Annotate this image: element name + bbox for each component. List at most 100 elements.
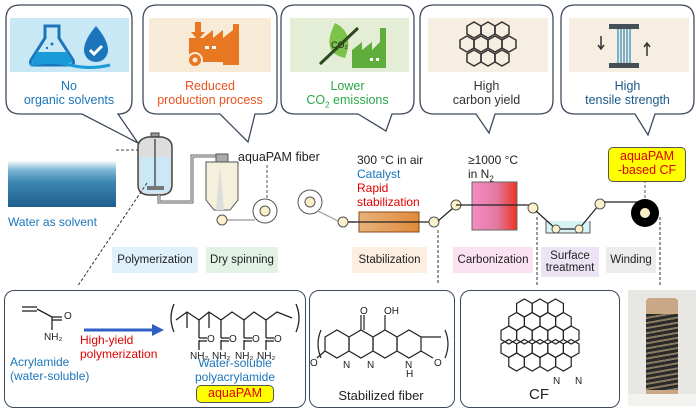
cf-hexagon-ring	[547, 325, 564, 345]
acrylamide-line2: (water-soluble)	[10, 369, 90, 383]
stab-o-left: O	[310, 358, 318, 369]
stab-o-right: O	[434, 358, 442, 369]
reactor-vessel	[137, 132, 173, 196]
polymer-nh2-4: NH₂	[257, 351, 276, 362]
polymerization-panel	[4, 290, 306, 408]
step-carbonization: Carbonization	[453, 247, 533, 273]
benefit-3-label: Lower CO2 emissions	[281, 79, 414, 113]
polyacrylamide-name: Water-soluble polyacrylamide	[190, 356, 280, 384]
benefit-5-label: High tensile strength	[561, 79, 694, 107]
stab-o-top: O	[360, 306, 368, 317]
stabilized-fiber-panel	[309, 290, 455, 408]
process-apparatus	[77, 132, 661, 285]
benefit-4-line1: High	[473, 79, 500, 93]
benefit-5-line2: tensile strength	[585, 93, 670, 107]
cf-hexagon-ring	[539, 352, 557, 372]
benefit-5-icon-panel	[569, 18, 689, 72]
water-label: Water as solvent	[8, 215, 97, 229]
stabilized-fiber-structure	[316, 315, 449, 359]
carbonization-temp: ≥1000 °C	[468, 153, 519, 167]
factory-gear-arrow-icon	[187, 22, 239, 68]
benefit-2-line1: Reduced	[184, 79, 236, 93]
polymer-o-1: O	[207, 334, 215, 345]
badge-line2: -based CF	[617, 163, 677, 177]
reaction-label: High-yield polymerization	[80, 333, 157, 361]
reaction-line1: High-yield	[80, 333, 134, 347]
stab-n-2: N	[367, 360, 375, 371]
carbonization-atmosphere: in N2	[468, 167, 518, 186]
polymer-o-2: O	[229, 334, 237, 345]
polymer-nh2-1: NH₂	[190, 351, 209, 362]
spool-table	[628, 394, 696, 406]
polymerization-structures	[22, 303, 300, 350]
co2-leaf-factory-icon: CO₂	[318, 23, 386, 68]
cf-graphene-structure	[500, 298, 580, 372]
step-stabilization: Stabilization	[352, 247, 427, 273]
cf-hexagon-ring	[516, 325, 533, 345]
acrylamide-line1: Acrylamide	[10, 355, 70, 369]
stab-oh: OH	[384, 306, 399, 317]
benefit-2-icon-panel	[149, 18, 271, 72]
cf-hexagon-ring	[500, 325, 518, 345]
benefit-4-icon-panel	[428, 18, 548, 72]
stab-n-1: N	[343, 360, 351, 371]
carbonization-conditions: ≥1000 °C in N2	[468, 153, 518, 186]
stabilization-label: stabilization	[357, 195, 420, 209]
stabilization-temp: 300 °C in air	[357, 153, 424, 167]
benefit-2-line2: production process	[157, 93, 263, 107]
cf-hexagon-ring	[523, 352, 541, 372]
water-image	[8, 145, 116, 207]
cf-caption: CF	[529, 386, 549, 403]
acrylamide-o: O	[64, 311, 72, 322]
n2-subscript: 2	[489, 174, 494, 184]
benefit-1-line1: No	[61, 79, 77, 93]
polymer-o-3: O	[252, 334, 260, 345]
stab-h: H	[406, 369, 414, 380]
stab-nh: N	[405, 360, 413, 371]
product-line1: Water-soluble	[198, 356, 272, 370]
aquapam-based-cf-badge: aquaPAM -based CF	[608, 147, 686, 182]
acrylamide-nh2: NH₂	[44, 332, 63, 343]
cf-panel	[460, 290, 620, 408]
polymer-nh2-2: NH₂	[212, 351, 231, 362]
step-dry-spinning: Dry spinning	[206, 247, 278, 273]
stabilization-conditions: 300 °C in air Catalyst Rapid stabilizati…	[357, 153, 423, 209]
aquapam-fiber-label: aquaPAM fiber	[238, 150, 320, 164]
badge-line1: aquaPAM	[620, 149, 674, 163]
cf-hexagon-ring	[508, 352, 525, 372]
co2-subscript: 2	[325, 100, 330, 110]
co2-text: CO	[306, 93, 326, 107]
catalyst-label: Catalyst	[357, 167, 401, 181]
benefit-1-line2: organic solvents	[23, 93, 115, 107]
rapid-label: Rapid	[357, 181, 389, 195]
cf-spool-photo	[628, 290, 696, 406]
benefit-5-line1: High	[614, 79, 641, 93]
reaction-line2: polymerization	[80, 347, 158, 361]
in-n-text: in N	[468, 167, 490, 181]
flask-water-drop-check-icon	[28, 24, 111, 69]
polymer-o-4: O	[274, 334, 282, 345]
benefit-3-line2: CO2 emissions	[281, 93, 414, 113]
benefit-2-label: Reduced production process	[143, 79, 277, 107]
aquapam-badge: aquaPAM	[196, 385, 274, 403]
benefit-3-icon-panel: CO₂	[290, 18, 409, 72]
hexagon-lattice-icon	[459, 21, 517, 67]
step-winding: Winding	[606, 247, 656, 273]
product-line2: polyacrylamide	[194, 370, 276, 384]
surface-line2: treatment	[545, 262, 595, 274]
surface-line1: Surface	[550, 250, 590, 262]
benefit-4-line2: carbon yield	[452, 93, 521, 107]
tensile-test-fiber-icon	[597, 24, 651, 68]
cf-hexagon-ring	[531, 325, 549, 345]
acrylamide-name: Acrylamide (water-soluble)	[10, 355, 89, 383]
benefit-3-line1: Lower	[330, 79, 365, 93]
benefit-1-label: No organic solvents	[6, 79, 132, 107]
step-surface-treatment: Surface treatment	[541, 247, 599, 277]
benefit-4-label: High carbon yield	[420, 79, 553, 107]
spool-carbon-fiber	[646, 314, 678, 390]
cf-n-1: N	[553, 376, 561, 387]
benefit-1-icon-panel	[10, 18, 129, 72]
cf-hexagon-ring	[562, 325, 580, 345]
step-polymerization: Polymerization	[112, 247, 198, 273]
polymer-nh2-3: NH₂	[235, 351, 254, 362]
